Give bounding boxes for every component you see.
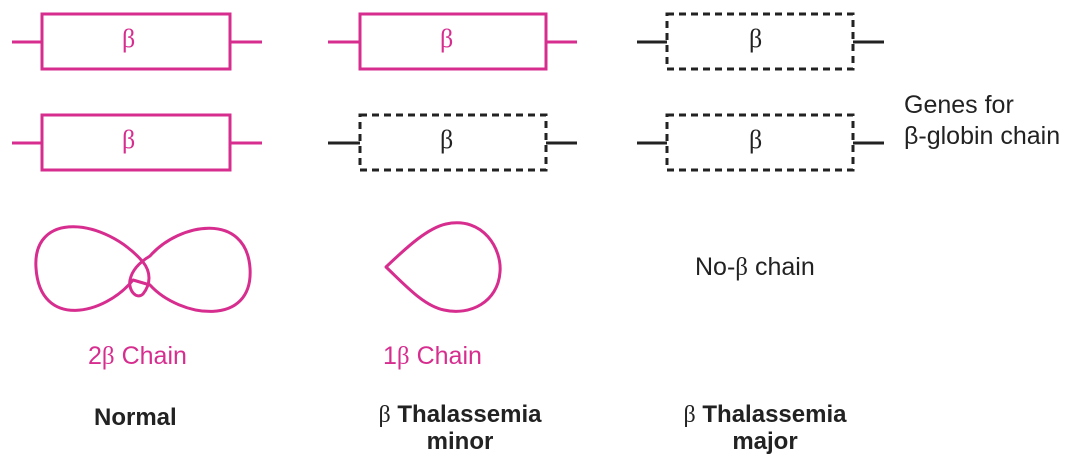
gene-label-major-1: β bbox=[749, 24, 763, 53]
chain-label-major-prefix: No- bbox=[695, 253, 736, 281]
condition-normal: Normal bbox=[94, 404, 177, 431]
chain-pair-figure-eight bbox=[34, 225, 252, 313]
chain-label-major-beta: β bbox=[735, 254, 749, 281]
gene-label-normal-2: β bbox=[122, 125, 136, 154]
condition-major-line1: β Thalassemia bbox=[645, 401, 885, 428]
gene-label-minor-2: β bbox=[440, 125, 454, 154]
condition-minor-line1: β Thalassemia bbox=[340, 401, 580, 428]
condition-minor-beta: β bbox=[378, 402, 391, 428]
chain-label-normal-suffix: Chain bbox=[114, 342, 187, 370]
chain-label-minor-prefix: 1 bbox=[383, 342, 397, 370]
gene-normal-2-box bbox=[40, 113, 232, 172]
condition-minor-line2: minor bbox=[426, 428, 494, 455]
side-label-line2: β-globin chain bbox=[904, 122, 1061, 150]
chain-label-minor-beta: β bbox=[396, 343, 410, 370]
gene-label-normal-1: β bbox=[122, 24, 136, 53]
chain-label-minor: 1β Chain bbox=[383, 342, 482, 370]
chain-label-major: No-β chain bbox=[695, 253, 815, 281]
gene-minor-2-deleted bbox=[328, 113, 577, 172]
gene-normal-2 bbox=[12, 113, 262, 172]
gene-minor-1 bbox=[328, 12, 577, 71]
gene-major-2-deleted bbox=[637, 113, 884, 172]
chain-label-normal-prefix: 2 bbox=[88, 342, 102, 370]
condition-major-beta: β bbox=[683, 402, 696, 428]
one-beta-chain-loop bbox=[384, 221, 502, 313]
chain-single-teardrop bbox=[384, 221, 502, 313]
gene-major-1-deleted bbox=[637, 12, 884, 71]
gene-label-major-2: β bbox=[749, 125, 763, 154]
chain-label-normal: 2β Chain bbox=[88, 342, 187, 370]
gene-label-minor-1: β bbox=[440, 24, 454, 53]
condition-major: β Thalassemia major bbox=[645, 403, 885, 454]
chain-label-normal-beta: β bbox=[101, 343, 115, 370]
chain-label-major-suffix: chain bbox=[748, 253, 815, 281]
gene-normal-1-box bbox=[40, 12, 232, 71]
condition-major-name: Thalassemia bbox=[702, 401, 847, 428]
condition-major-line2: major bbox=[732, 428, 798, 455]
side-label-line1: Genes for bbox=[904, 91, 1014, 119]
two-beta-chains-loop bbox=[34, 225, 252, 313]
chain-label-minor-suffix: Chain bbox=[409, 342, 482, 370]
gene-normal-1 bbox=[12, 12, 262, 71]
condition-minor: β Thalassemia minor bbox=[340, 403, 580, 454]
condition-minor-name: Thalassemia bbox=[397, 401, 542, 428]
